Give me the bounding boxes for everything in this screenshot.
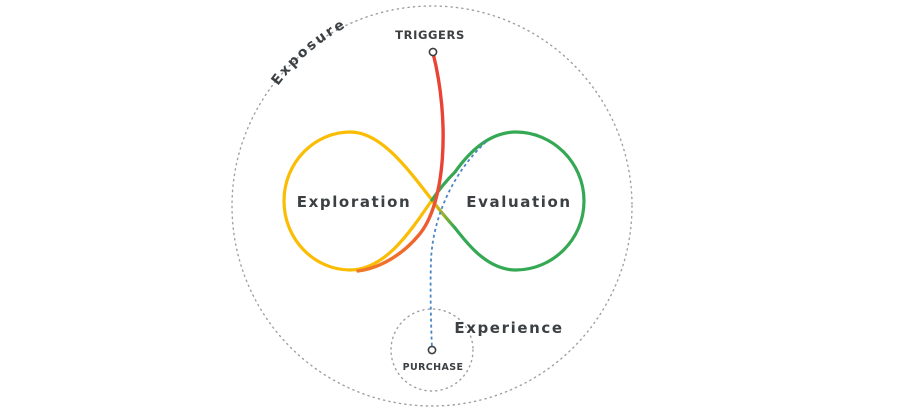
exploration-loop [282, 130, 434, 272]
purchase-path [429, 141, 487, 350]
evaluation-label: Evaluation [466, 193, 571, 211]
triggers-node [428, 47, 438, 57]
evaluation-loop [453, 130, 586, 272]
experience-label: Experience [454, 319, 563, 337]
exposure-label: Exposure [268, 16, 349, 89]
purchase-label: PURCHASE [403, 362, 464, 373]
exposure-boundary [231, 5, 633, 407]
experience-boundary [390, 308, 474, 392]
exploration-label: Exploration [297, 193, 412, 211]
triggers-label: TRIGGERS [395, 28, 465, 42]
purchase-node [427, 345, 437, 355]
trigger-path [356, 51, 445, 273]
loop-crossing-up [430, 170, 457, 202]
